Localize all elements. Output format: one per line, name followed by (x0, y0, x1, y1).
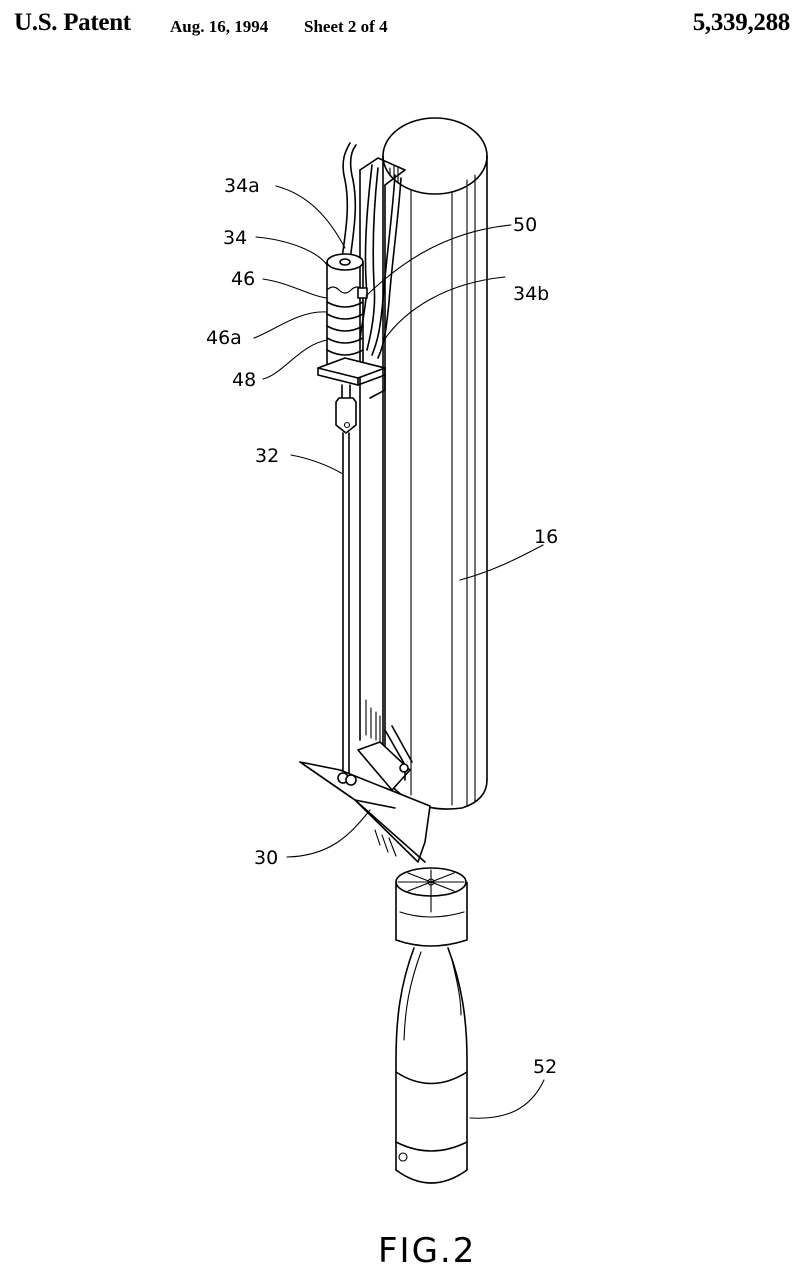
hoses (341, 142, 402, 359)
ref-label-46: 46 (231, 268, 255, 290)
sheet-number: Sheet 2 of 4 (304, 17, 388, 36)
patent-number: 5,339,288 (692, 9, 791, 36)
figure-caption: FIG.2 (378, 1231, 476, 1271)
ref-label-34a: 34a (224, 175, 260, 197)
ref-label-16: 16 (534, 526, 558, 548)
gate-flap-30 (299, 725, 431, 863)
ref-label-30: 30 (254, 847, 278, 869)
leader-lines (253, 185, 545, 1119)
ref-label-32: 32 (255, 445, 279, 467)
ref-label-48: 48 (232, 369, 256, 391)
patent-label: U.S. Patent (14, 9, 131, 36)
bottle-52 (395, 867, 468, 1184)
patent-date: Aug. 16, 1994 (170, 17, 269, 36)
actuator-cylinder-34 (326, 253, 368, 366)
ref-label-46a: 46a (206, 327, 242, 349)
ref-label-34: 34 (223, 227, 247, 249)
ref-label-50: 50 (513, 214, 537, 236)
push-rod-32 (335, 384, 357, 776)
bracket-48 (317, 357, 386, 399)
tube-16 (382, 117, 488, 810)
ref-label-52: 52 (533, 1056, 557, 1078)
ref-label-34b: 34b (513, 283, 549, 305)
